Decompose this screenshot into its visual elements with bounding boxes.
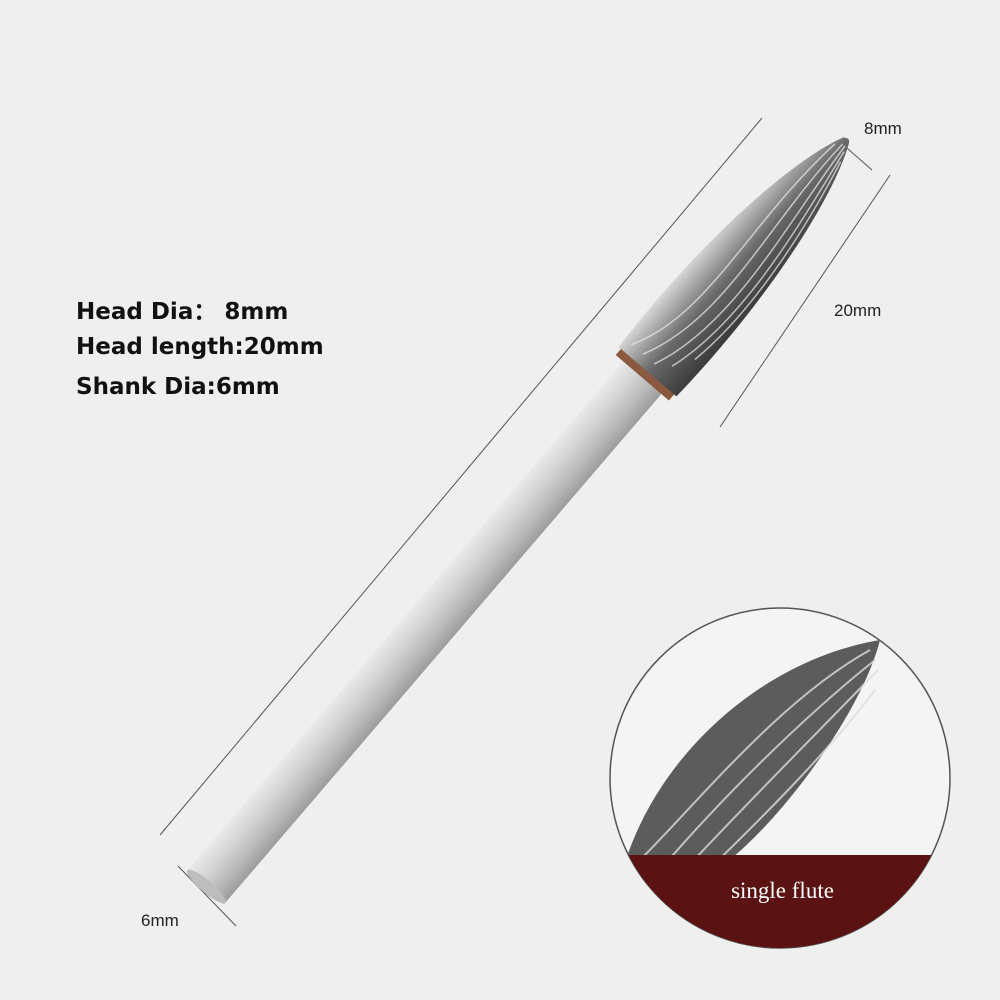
shank-dia-label: 6mm	[141, 911, 179, 930]
spec-shank-dia: Shank Dia:6mm	[76, 374, 280, 400]
caption-band	[610, 855, 950, 948]
inset-detail	[609, 607, 951, 949]
spec-head-length: Head length:20mm	[76, 334, 324, 360]
head-length-label: 20mm	[834, 301, 882, 320]
shank-dia-line	[177, 865, 237, 927]
head-dia-label: 8mm	[864, 119, 902, 138]
spec-head-dia: Head Dia： 8mm	[76, 299, 289, 325]
shank	[186, 356, 666, 905]
overall-length-line	[159, 117, 763, 836]
burr-bit	[186, 137, 850, 905]
head-length-line	[719, 174, 891, 428]
inset-caption: single flute	[731, 878, 834, 903]
burr-head	[618, 137, 850, 397]
